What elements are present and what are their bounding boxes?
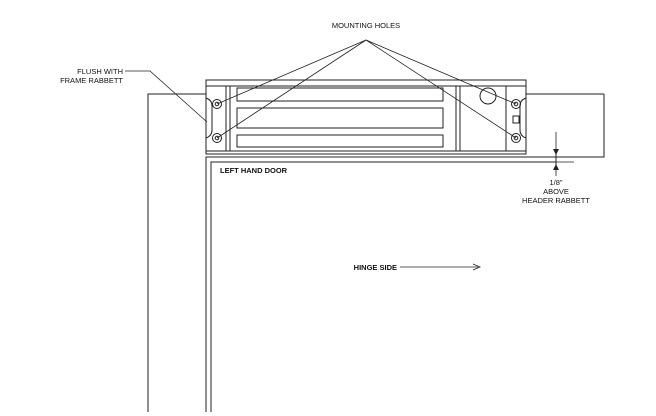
mounting-holes-leaders: [216, 39, 517, 139]
flush-leader: [125, 70, 208, 123]
mounting-hole-icon: [511, 99, 521, 109]
mounting-hole-icon: [212, 133, 222, 143]
right-mounting-bracket: [511, 97, 527, 143]
maglock-housing: [205, 79, 527, 155]
wire-access-hole: [479, 87, 497, 105]
mounting-hole-icon: [511, 133, 521, 143]
above-label-line2: ABOVE: [543, 187, 569, 196]
door-frame: [147, 93, 605, 412]
flush-with-label-line1: FLUSH WITH: [77, 67, 123, 76]
mounting-hole-icon: [212, 99, 222, 109]
mounting-holes-label: MOUNTING HOLES: [332, 21, 400, 30]
electromagnet-core: [236, 87, 444, 148]
hinge-side-label: HINGE SIDE: [354, 263, 397, 272]
above-label-line3: HEADER RABBETT: [522, 196, 590, 205]
door-leaf: [205, 152, 557, 412]
above-label-line1: 1/8": [549, 178, 562, 187]
left-mounting-bracket: [205, 97, 222, 143]
flush-with-label-line2: FRAME RABBETT: [60, 76, 123, 85]
hinge-side-arrow-icon: [400, 263, 482, 271]
left-hand-door-label: LEFT HAND DOOR: [220, 166, 288, 175]
